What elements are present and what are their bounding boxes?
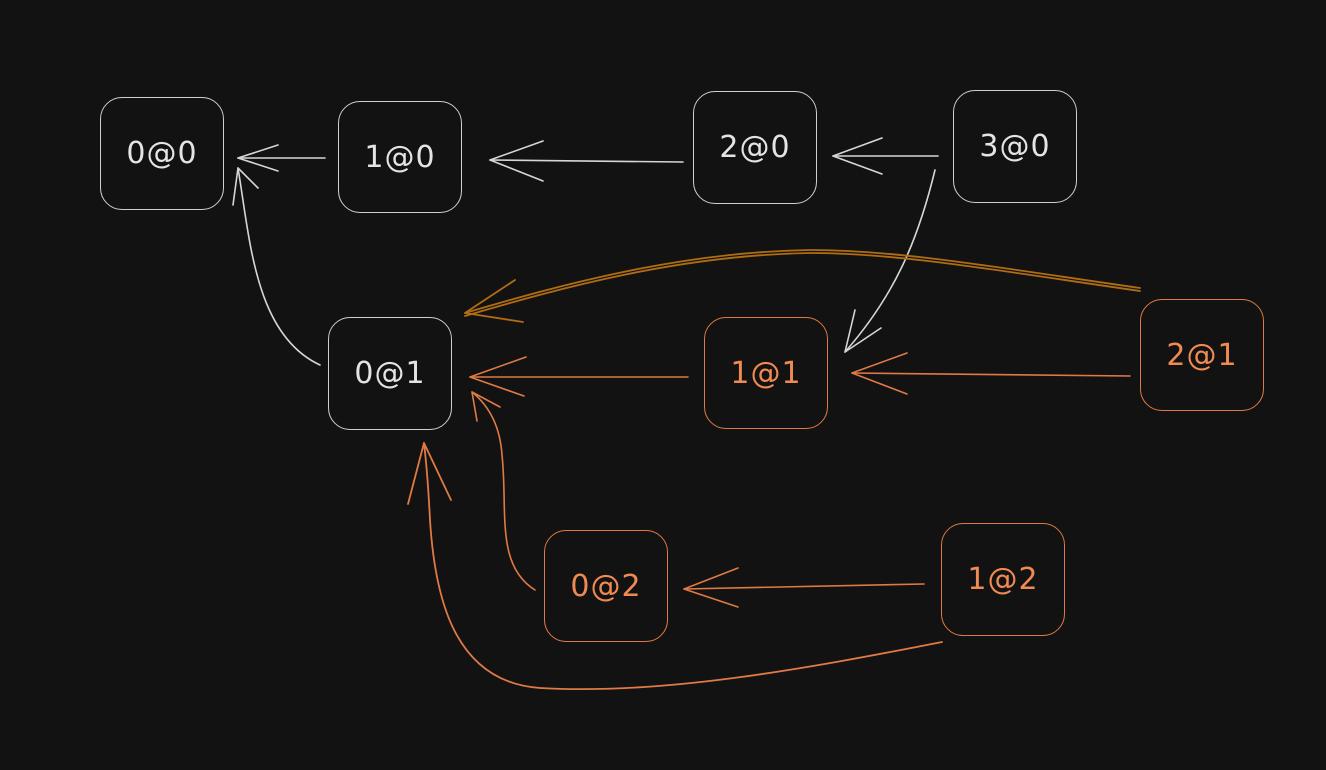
edge-1at2-to-0at2 [683, 567, 925, 608]
edge-2at1-to-0at1 [464, 249, 1141, 323]
node-3at0: 3@0 [953, 90, 1077, 203]
node-0at0: 0@0 [100, 97, 224, 210]
node-1at0: 1@0 [338, 101, 462, 213]
edge-3at0-to-2at0 [832, 137, 939, 175]
edge-3at0-to-1at1 [844, 169, 936, 353]
edge-2at1-to-1at1 [851, 352, 1131, 395]
node-0at1: 0@1 [328, 317, 452, 430]
edge-1at1-to-0at1 [469, 356, 689, 397]
edge-2at0-to-1at0 [489, 140, 684, 182]
node-1at1: 1@1 [704, 317, 828, 429]
node-1at2: 1@2 [941, 523, 1065, 636]
edge-0at1-to-0at0 [232, 167, 321, 366]
node-2at1: 2@1 [1140, 299, 1264, 411]
edge-1at2-to-0at1 [407, 442, 943, 691]
node-0at2: 0@2 [544, 530, 668, 642]
edge-1at0-to-0at0 [237, 144, 326, 172]
node-2at0: 2@0 [693, 91, 817, 204]
edge-0at2-to-0at1 [471, 391, 536, 591]
